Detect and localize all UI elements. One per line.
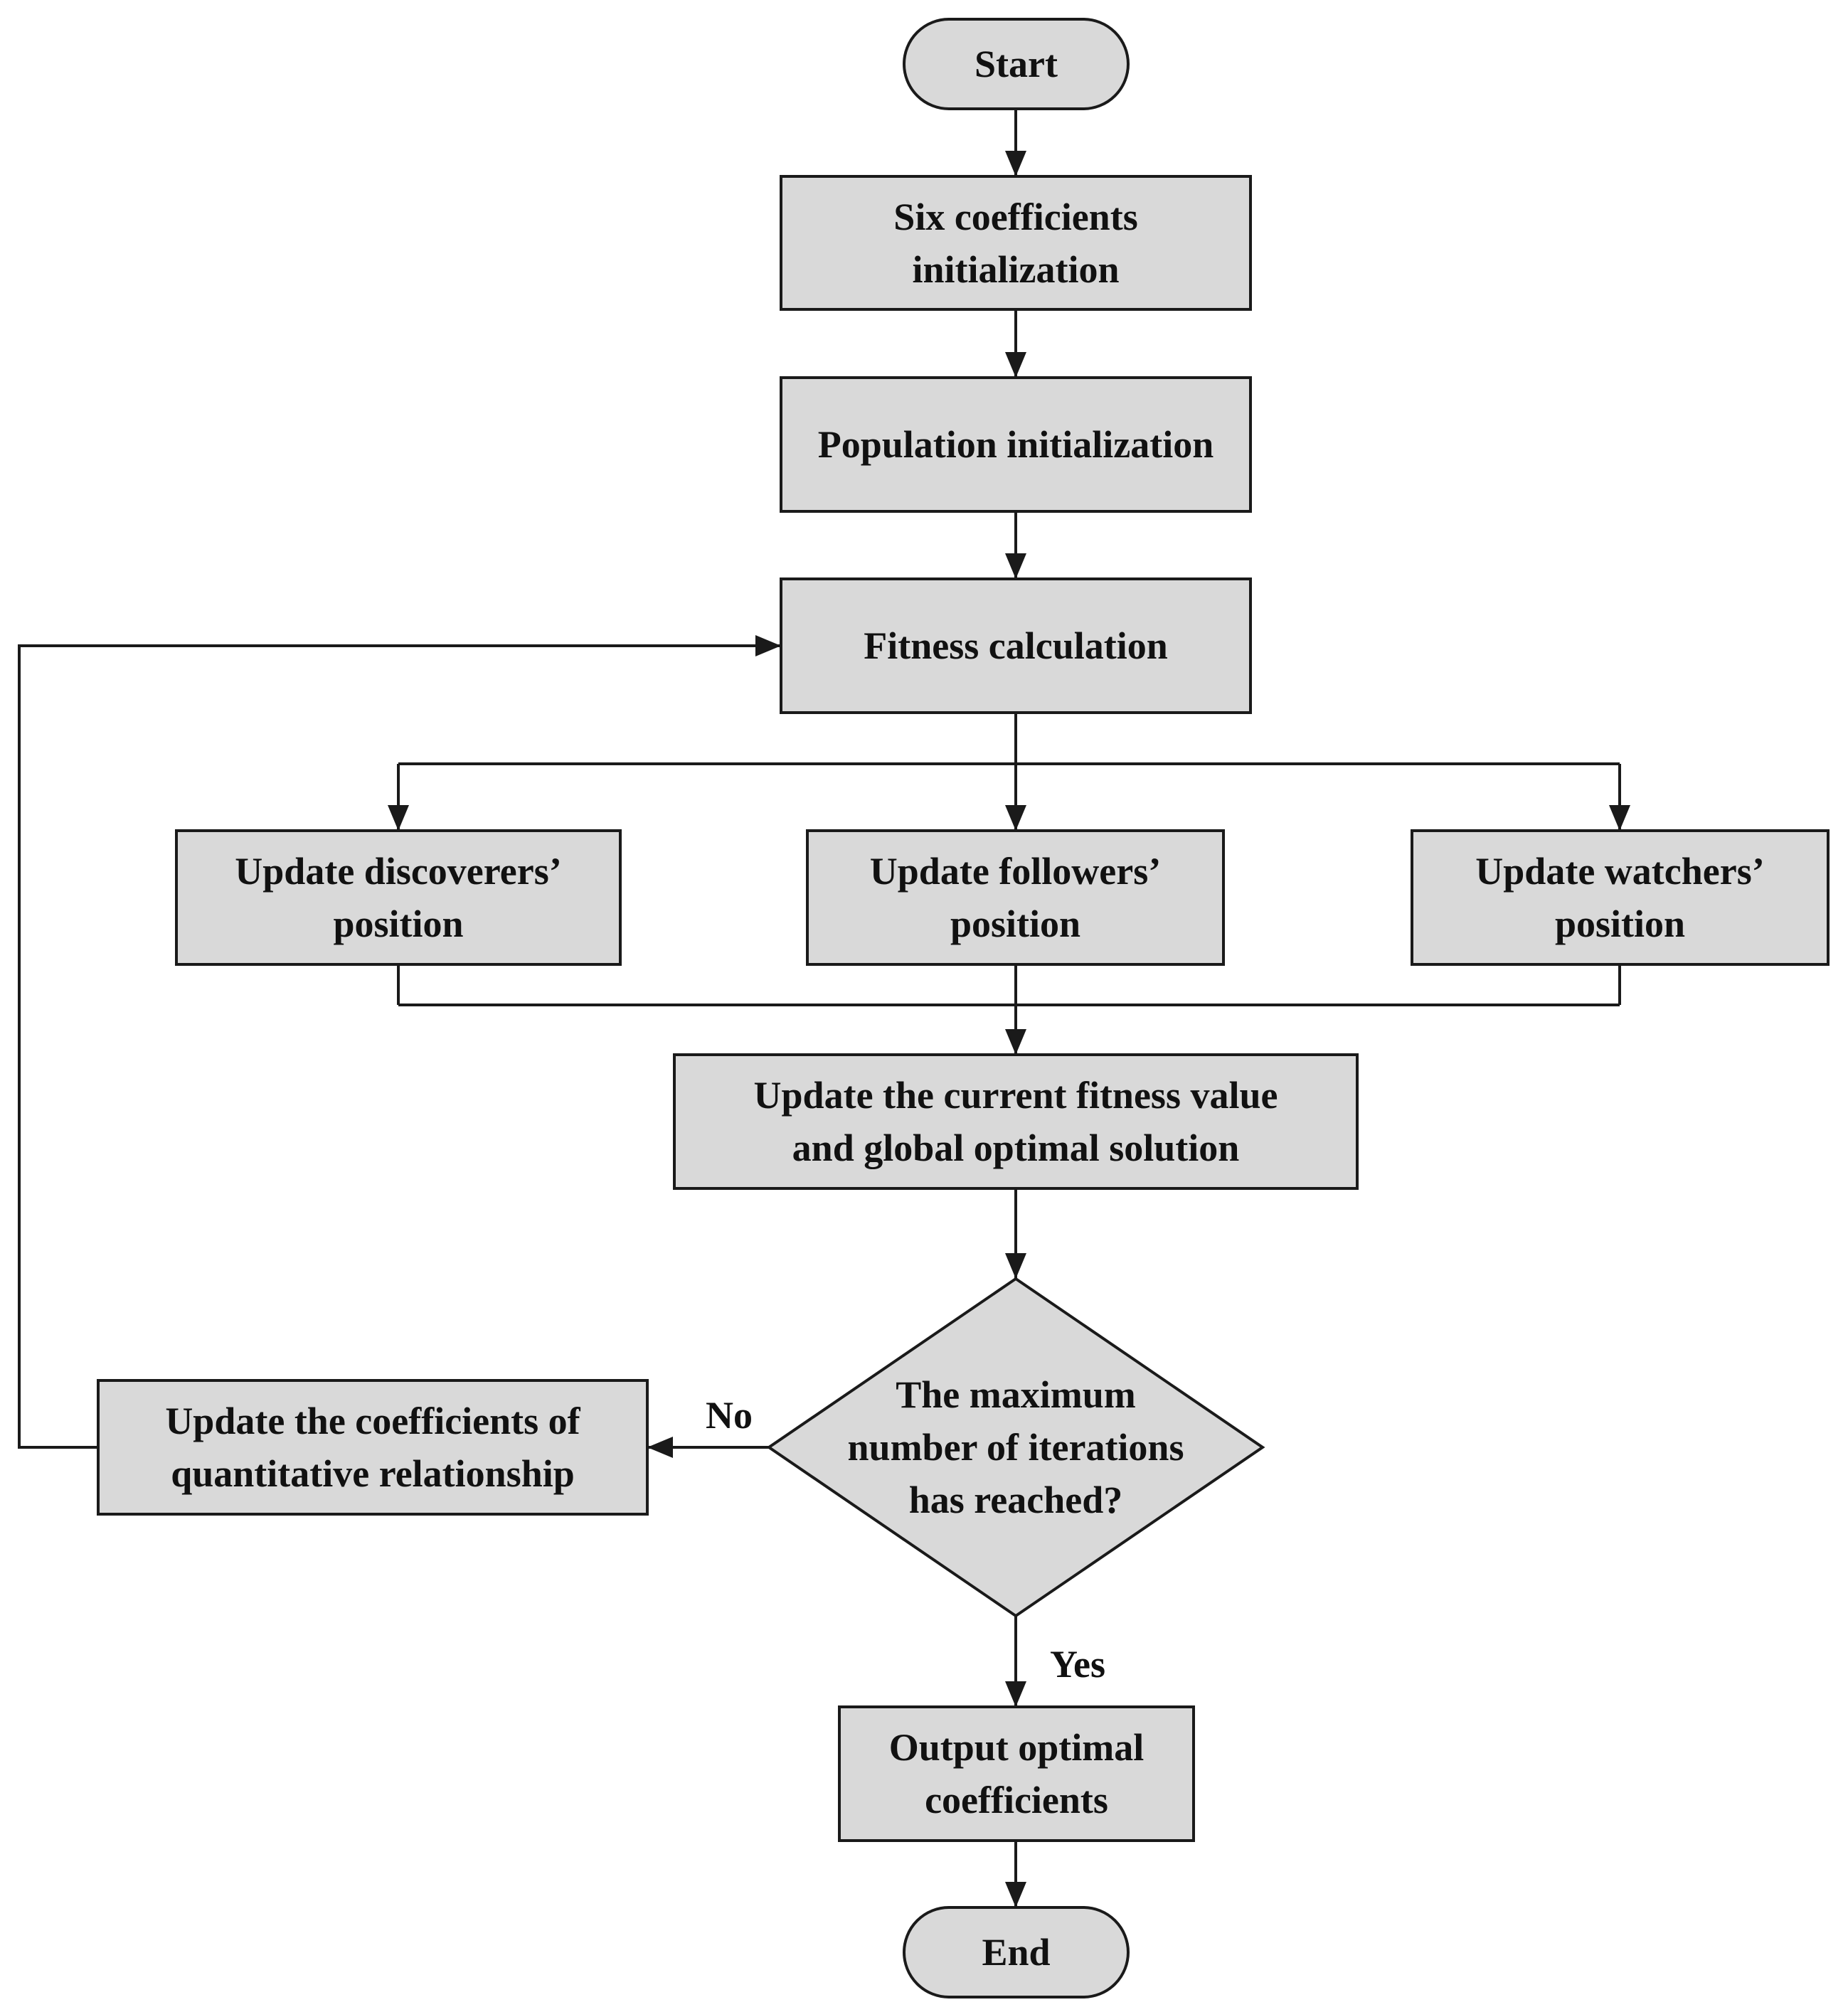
update-coeff-label: Update the coefficients of quantitative …: [165, 1400, 580, 1495]
start-label: Start: [975, 43, 1058, 85]
end-label: End: [982, 1931, 1051, 1974]
init-coeff-label: Six coefficients initialization: [893, 195, 1138, 291]
followers-label: Update followers’ position: [869, 850, 1162, 945]
init-coeff-box: [780, 175, 1252, 311]
output-label: Output optimal coefficients: [888, 1726, 1145, 1821]
edge-label-no: No: [706, 1394, 753, 1437]
update-fitness-label: Update the current fitness value and glo…: [753, 1074, 1278, 1169]
watchers-label: Update watchers’ position: [1475, 850, 1765, 945]
output-box: [838, 1705, 1195, 1842]
discoverers-label: Update discoverers’ position: [235, 850, 562, 945]
fitness-label: Fitness calculation: [864, 624, 1168, 667]
update-coeff-box: [97, 1379, 649, 1516]
update-fitness-box: [673, 1053, 1359, 1190]
pop-init-label: Population initialization: [817, 423, 1214, 466]
fitness-box: [780, 577, 1252, 714]
loop-back-arrow: [18, 635, 781, 1449]
decision-label: The maximum number of iterations has rea…: [847, 1373, 1184, 1521]
edge-label-yes: Yes: [1050, 1643, 1105, 1686]
